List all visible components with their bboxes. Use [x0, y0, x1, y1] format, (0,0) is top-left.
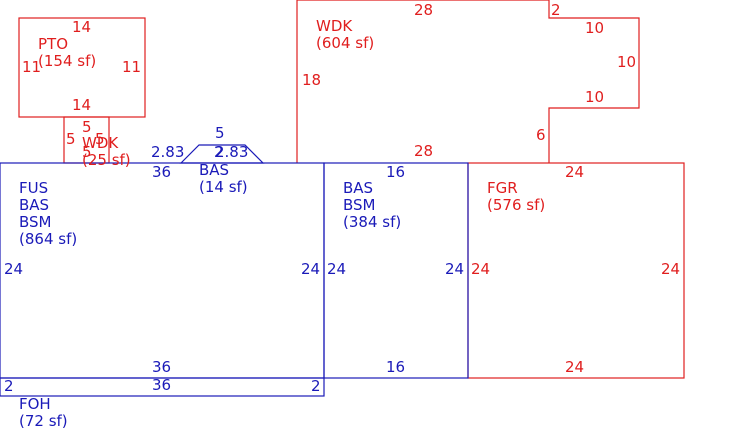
dim-wdk-left: 18	[302, 71, 322, 89]
dim-wdk-inner: 6	[536, 126, 546, 144]
dim-wdk-small-bottom: 5	[82, 143, 92, 161]
fgr-area: (576 sf)	[487, 196, 546, 214]
dim-fus-top: 36	[152, 163, 172, 181]
dim-bas-left: 24	[327, 260, 347, 278]
dim-fus-left: 24	[4, 260, 24, 278]
pto-code: PTO	[38, 35, 69, 53]
dim-foh-top: 36	[152, 376, 172, 394]
foh-code: FOH	[19, 395, 51, 413]
wdk-large-outline	[296, 0, 640, 163]
dim-wdk-step-top: 10	[585, 19, 605, 37]
dim-wdk-step-bottom: 10	[585, 88, 605, 106]
dim-wdk-right: 10	[617, 53, 637, 71]
wdk-large-code: WDK	[316, 17, 353, 35]
dim-wdk-small-left: 5	[66, 130, 76, 148]
dim-foh-right: 2	[311, 377, 321, 395]
fus-area: (864 sf)	[19, 230, 78, 248]
dim-pto-top: 14	[72, 18, 92, 36]
fgr-code: FGR	[487, 179, 518, 197]
fus-line3: BSM	[19, 213, 52, 231]
dim-fgr-left: 24	[471, 260, 491, 278]
dim-fgr-bottom: 24	[565, 358, 585, 376]
bas-small-area: (14 sf)	[199, 178, 248, 196]
dim-fus-bottom: 36	[152, 358, 172, 376]
bas-bsm-outline	[323, 162, 469, 379]
dim-bas-top: 16	[386, 163, 406, 181]
dim-wdk-bottom: 28	[414, 142, 434, 160]
fus-line1: FUS	[19, 179, 49, 197]
dim-bas-bottom: 16	[386, 358, 406, 376]
wdk-large-area: (604 sf)	[316, 34, 375, 52]
bas-bsm-area: (384 sf)	[343, 213, 402, 231]
dim-fus-right: 24	[301, 260, 321, 278]
dim-wdk-notch: 2	[551, 1, 561, 19]
dim-pto-bottom: 14	[72, 96, 92, 114]
dim-fgr-top: 24	[565, 163, 585, 181]
dim-bas-right: 24	[445, 260, 465, 278]
dim-bas-small-base: 2	[214, 143, 224, 161]
dim-bas-small-slope-left: 2.83	[151, 143, 185, 161]
bas-bsm-line2: BSM	[343, 196, 376, 214]
dim-wdk-small-top: 5	[82, 118, 92, 136]
dim-bas-small-slope-right: 2.83	[215, 143, 249, 161]
dim-pto-right: 11	[122, 58, 142, 76]
fus-line2: BAS	[19, 196, 50, 214]
wdk-small-area: (25 sf)	[82, 151, 131, 169]
dim-foh-left: 2	[4, 377, 14, 395]
dim-wdk-top: 28	[414, 1, 434, 19]
pto-label: PTO	[38, 36, 68, 53]
dim-bas-small-top: 5	[215, 124, 225, 142]
bas-bsm-line1: BAS	[343, 179, 374, 197]
pto-area: (154 sf)	[38, 52, 97, 70]
dim-pto-left: 11	[22, 58, 42, 76]
wdk-small-code: WDK	[82, 134, 119, 152]
dim-wdk-small-right: 5	[95, 130, 105, 148]
foh-area: (72 sf)	[19, 412, 68, 430]
dim-fgr-right: 24	[661, 260, 681, 278]
foh-outline	[0, 377, 325, 397]
bas-small-code: BAS	[199, 161, 230, 179]
